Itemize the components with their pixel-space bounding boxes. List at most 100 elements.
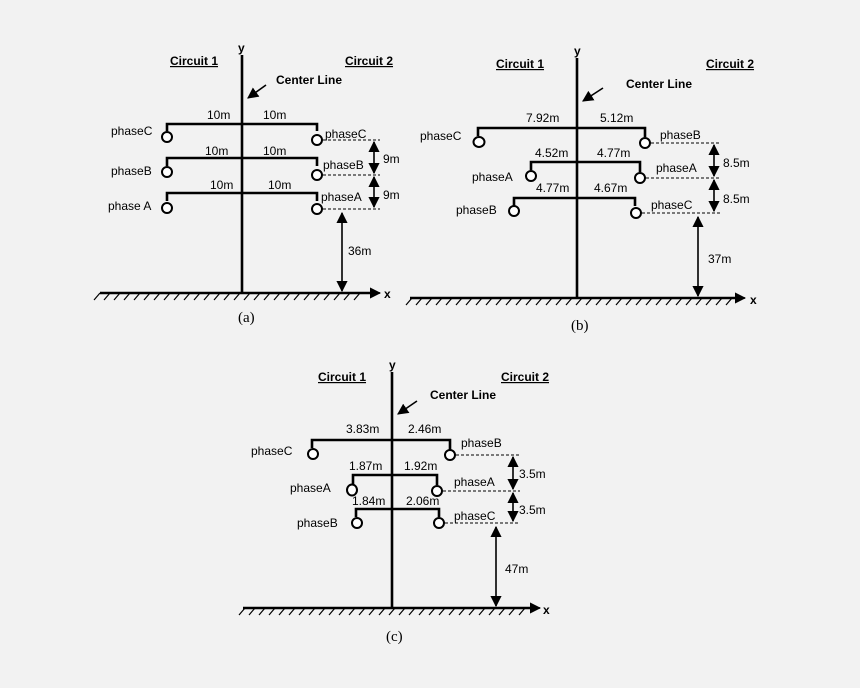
width-label-right-bottom: 4.67m [594,181,627,195]
width-label-right-bottom: 2.06m [406,494,439,508]
phase-label-left-bottom: phaseB [297,516,338,530]
width-label-left-middle: 10m [205,144,228,158]
phase-label-right-bottom: phaseC [454,509,496,523]
x-axis-label: x [384,287,391,301]
phase-label-left-top: phaseC [111,124,153,138]
crossarm-middle [351,473,439,485]
conductor-right-middle [311,169,323,181]
diagram-caption: (c) [386,629,403,645]
x-axis-label: x [543,603,550,617]
conductor-right-top [444,449,456,461]
y-axis-label: y [238,41,245,55]
conductor-left-top [472,136,486,148]
x-axis-label: x [750,293,757,307]
spacing-label-upper: 8.5m [723,156,750,170]
width-label-right-top: 5.12m [600,111,633,125]
circuit-1-label: Circuit 1 [496,57,544,71]
conductor-left-top [307,448,319,460]
conductor-left-bottom [508,205,520,217]
crossarm-top [476,126,647,137]
width-label-left-middle: 4.52m [535,146,568,160]
conductor-left-middle [346,483,358,497]
phase-label-left-top: phaseC [251,444,293,458]
phase-label-right-middle: phaseA [656,161,697,175]
width-label-left-bottom: 4.77m [536,181,569,195]
phase-label-left-bottom: phaseB [456,203,497,217]
ground-clearance-label: 47m [505,562,528,576]
crossarm-bottom [512,196,637,206]
ground-hatching [405,297,733,306]
circuit-2-label: Circuit 2 [706,57,754,71]
conductor-left-middle [525,170,537,182]
spacing-label-lower: 3.5m [519,503,546,517]
phase-label-left-middle: phaseA [472,170,513,184]
y-axis-label: y [389,358,396,372]
phase-label-left-middle: phaseA [290,481,331,495]
center-line-pointer [397,400,418,415]
center-line-label: Center Line [276,73,342,87]
circuit-2-label: Circuit 2 [501,370,549,384]
conductor-left-middle [161,166,173,178]
center-line-pointer [582,87,604,102]
width-label-left-top: 7.92m [526,111,559,125]
width-label-left-top: 10m [207,108,230,122]
width-label-right-middle: 4.77m [597,146,630,160]
phase-label-left-bottom: phase A [108,199,151,213]
conductor-right-top [639,137,651,149]
center-line-pointer [247,84,267,99]
circuit-2-label: Circuit 2 [345,54,393,68]
center-line-label: Center Line [626,77,692,91]
width-label-right-top: 2.46m [408,422,441,436]
width-label-left-bottom: 1.84m [352,494,385,508]
y-axis-label: y [574,44,581,58]
conductor-right-bottom [311,203,323,215]
crossarm-bottom [165,191,319,201]
phase-label-right-bottom: phaseA [321,190,362,204]
crossarm-top [310,438,452,450]
width-label-right-middle: 1.92m [404,459,437,473]
center-line-label: Center Line [430,388,496,402]
ground-hatching [93,292,361,301]
conductor-right-middle [634,172,646,184]
circuit-1-label: Circuit 1 [170,54,218,68]
phase-label-left-top: phaseC [420,129,462,143]
spacing-label-upper: 9m [383,152,400,166]
diagram-b: x y Circuit 1 Circuit 2 Center Line phas… [405,44,757,334]
spacing-label-upper: 3.5m [519,467,546,481]
ground-clearance-label: 36m [348,244,371,258]
phase-label-right-middle: phaseA [454,475,495,489]
conductor-right-bottom [630,207,642,219]
conductor-right-top [311,134,323,146]
phase-label-right-middle: phaseB [323,158,364,172]
width-label-right-middle: 10m [263,144,286,158]
spacing-label-lower: 8.5m [723,192,750,206]
diagram-c: x y Circuit 1 Circuit 2 Center Line phas… [238,358,550,645]
diagram-a: x y Circuit 1 Circuit 2 Center Line phas… [93,41,400,326]
crossarm-middle [165,156,319,166]
width-label-right-bottom: 10m [268,178,291,192]
circuit-1-label: Circuit 1 [318,370,366,384]
phase-label-right-top: phaseB [461,436,502,450]
conductor-left-bottom [351,517,363,529]
diagram-caption: (a) [238,310,255,326]
crossarm-middle [529,160,642,172]
phase-label-left-middle: phaseB [111,164,152,178]
width-label-right-top: 10m [263,108,286,122]
diagram-caption: (b) [571,318,589,334]
crossarm-bottom [354,507,441,517]
crossarm-top [165,122,319,131]
width-label-left-middle: 1.87m [349,459,382,473]
phase-label-right-top: phaseB [660,128,701,142]
ground-hatching [238,607,526,616]
phase-label-right-bottom: phaseC [651,198,693,212]
conductor-right-middle [431,485,443,497]
conductor-left-top [161,131,173,143]
width-label-left-top: 3.83m [346,422,379,436]
ground-clearance-label: 37m [708,252,731,266]
phase-label-right-top: phaseC [325,127,367,141]
width-label-left-bottom: 10m [210,178,233,192]
conductor-left-bottom [161,202,173,214]
spacing-label-lower: 9m [383,188,400,202]
conductor-right-bottom [433,517,445,529]
